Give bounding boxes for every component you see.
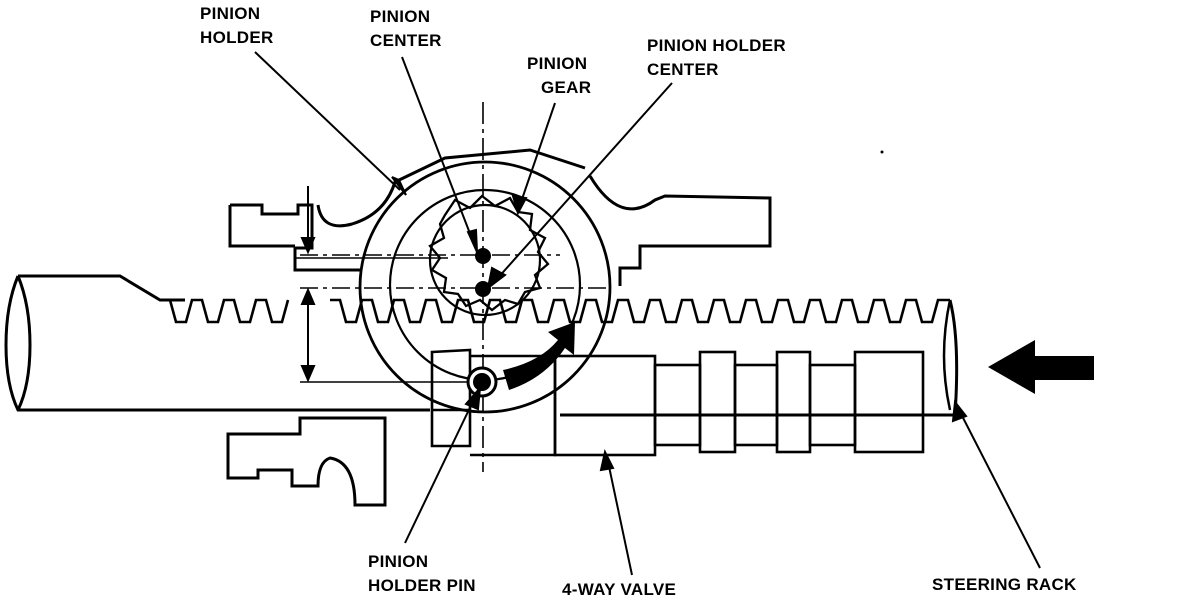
label-pinion-holder-line2: HOLDER bbox=[200, 28, 274, 47]
rack-teeth bbox=[160, 298, 950, 324]
label-pinion-center-line2: CENTER bbox=[370, 31, 442, 50]
label-pinion-holder: PINION HOLDER bbox=[200, 2, 274, 50]
lower-housing bbox=[226, 416, 387, 507]
label-pinion-holder-pin-line1: PINION bbox=[368, 552, 429, 571]
label-pinion-gear-line1: PINION bbox=[527, 54, 588, 73]
label-four-way-valve: 4-WAY VALVE bbox=[562, 580, 677, 599]
label-pinion-holder-center-line1: PINION HOLDER bbox=[647, 36, 786, 55]
label-pinion-center: PINION CENTER bbox=[370, 5, 442, 53]
label-pinion-holder-pin-line2: HOLDER PIN bbox=[368, 576, 476, 595]
direction-arrow-icon bbox=[988, 340, 1094, 394]
pinion-gear-teeth bbox=[428, 194, 550, 312]
pinion-holder-circles bbox=[358, 160, 612, 414]
pinion-holder-center-dot bbox=[475, 281, 491, 297]
label-steering-rack: STEERING RACK bbox=[932, 575, 1077, 594]
rotation-arrow bbox=[503, 322, 575, 390]
label-pinion-holder-center: PINION HOLDER CENTER bbox=[647, 34, 786, 82]
pinion-center-dot bbox=[475, 248, 491, 264]
label-pinion-holder-center-line2: CENTER bbox=[647, 60, 719, 79]
leader-lines bbox=[254, 51, 1041, 576]
label-pinion-holder-line1: PINION bbox=[200, 4, 261, 23]
four-way-valve-body bbox=[430, 348, 925, 457]
label-pinion-center-line1: PINION bbox=[370, 7, 431, 26]
pinion-holder-pin bbox=[466, 366, 498, 398]
dimension-arrows bbox=[300, 186, 316, 383]
label-pinion-gear-line2: GEAR bbox=[541, 78, 592, 97]
label-pinion-holder-pin: PINION HOLDER PIN bbox=[368, 550, 476, 598]
label-pinion-gear: PINION GEAR bbox=[527, 52, 591, 100]
upper-housing bbox=[228, 148, 772, 286]
